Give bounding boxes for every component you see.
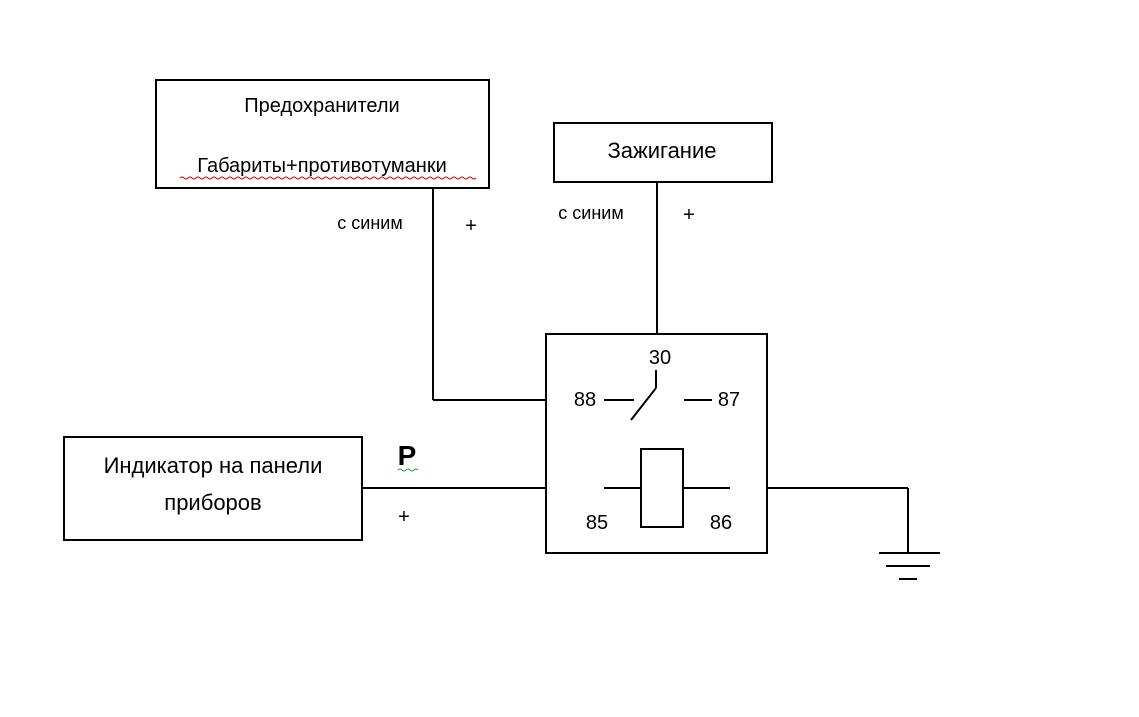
relay-coil-icon	[604, 448, 730, 528]
relay: 30 88 87 85 86	[545, 333, 768, 554]
fuses-title: Предохранители	[244, 95, 399, 117]
relay-switch-icon	[604, 370, 712, 421]
relay-pin-87: 87	[718, 389, 740, 411]
ground-symbol-icon	[879, 552, 940, 580]
relay-pin-88: 88	[574, 389, 596, 411]
relay-pin-85: 85	[586, 512, 608, 534]
ignition-wire-polarity: +	[683, 204, 695, 226]
indicator-line1: Индикатор на панели	[104, 453, 323, 478]
fuse-wire-polarity: +	[465, 215, 477, 237]
fuse-wire-label: с синим	[337, 213, 402, 233]
ignition-wire-label: с синим	[558, 203, 623, 223]
indicator-box: Индикатор на панели приборов	[63, 436, 363, 541]
ignition-title: Зажигание	[608, 138, 717, 163]
fuses-box: Предохранители Габариты+противотуманки	[155, 79, 490, 189]
indicator-wire-polarity: +	[398, 506, 410, 528]
relay-pin-86: 86	[710, 512, 732, 534]
indicator-wire-label: P	[398, 440, 417, 471]
spellcheck-underline-p	[397, 468, 419, 472]
spellcheck-underline	[179, 176, 477, 180]
fuses-subtitle: Габариты+противотуманки	[197, 155, 447, 177]
relay-pin-30: 30	[649, 347, 671, 369]
indicator-line2: приборов	[164, 490, 261, 515]
ignition-box: Зажигание	[553, 122, 773, 183]
